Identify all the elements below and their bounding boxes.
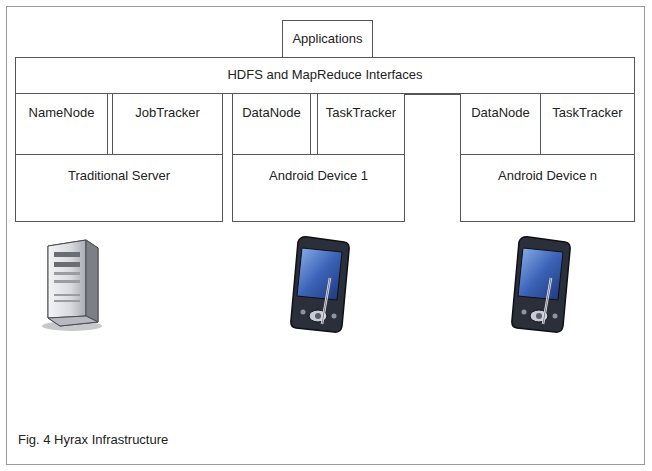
figure-frame — [7, 7, 645, 465]
node-label: TaskTracker — [326, 106, 396, 121]
service-box: DataNode — [232, 93, 311, 155]
server-icon — [42, 240, 102, 331]
node-label: JobTracker — [135, 106, 200, 121]
figure-caption: Fig. 4 Hyrax Infrastructure — [18, 432, 168, 447]
service-box: TaskTracker — [317, 93, 405, 155]
interface-band: HDFS and MapReduce Interfaces — [15, 57, 635, 94]
node-label: Applications — [292, 32, 362, 47]
phone-icon — [512, 237, 570, 332]
service-box: TaskTracker — [540, 93, 635, 155]
node-label: NameNode — [29, 106, 95, 121]
node-label: DataNode — [242, 106, 301, 121]
platform-box: Traditional Server — [15, 154, 223, 222]
node-label: TaskTracker — [552, 106, 622, 121]
layer-box: Applications — [282, 20, 373, 58]
node-label: Android Device 1 — [269, 169, 368, 184]
service-box: DataNode — [460, 93, 541, 155]
joiner-line — [405, 94, 460, 95]
platform-box: Android Device n — [460, 154, 635, 222]
node-label: DataNode — [471, 106, 530, 121]
service-box: NameNode — [15, 93, 108, 155]
platform-box: Android Device 1 — [232, 154, 405, 222]
node-label: HDFS and MapReduce Interfaces — [227, 68, 422, 83]
phone-icon — [291, 237, 349, 332]
node-label: Android Device n — [498, 169, 597, 184]
node-label: Traditional Server — [68, 169, 170, 184]
service-box: JobTracker — [112, 93, 223, 155]
